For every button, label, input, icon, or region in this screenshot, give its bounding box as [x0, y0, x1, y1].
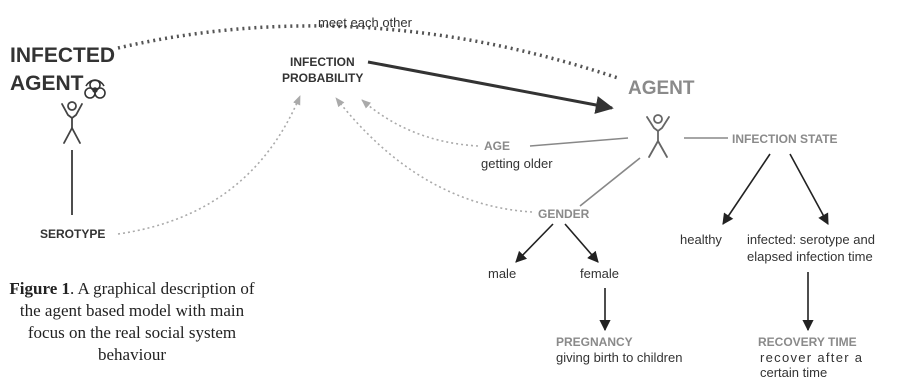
gender-label: GENDER [538, 207, 590, 221]
recovery-title: RECOVERY TIME [758, 335, 857, 349]
meet-arc [117, 24, 619, 80]
age-to-probability-arrow [361, 99, 479, 147]
infected-line1: infected: serotype and [747, 232, 875, 247]
female-label: female [580, 266, 619, 281]
figure-caption: Figure 1. A graphical description of the… [8, 278, 256, 366]
serotype-to-probability-arrow [117, 95, 301, 235]
age-sub: getting older [481, 156, 553, 171]
agent-age-line [529, 137, 629, 147]
infected-agent-line1: INFECTED [10, 44, 115, 67]
figure-caption-text: . A graphical description of the agent b… [19, 279, 255, 364]
state-to-infected-arrow [789, 153, 829, 225]
pregnancy-title: PREGNANCY [556, 335, 633, 349]
recovery-line2: certain time [760, 365, 827, 380]
agent-title: AGENT [628, 78, 695, 99]
pregnancy-sub: giving birth to children [556, 350, 682, 365]
infected-line2: elapsed infection time [747, 249, 873, 264]
probability-to-agent-arrow [367, 60, 614, 114]
healthy-label: healthy [680, 232, 722, 247]
gender-to-male-arrow [515, 223, 554, 263]
biohazard-icon [84, 79, 106, 99]
male-label: male [488, 266, 516, 281]
gender-to-probability-arrow [335, 97, 533, 213]
gender-to-female-arrow [564, 223, 599, 263]
infection-state-label: INFECTION STATE [732, 132, 838, 146]
recovery-line1: recover after a [760, 350, 863, 365]
stick-figure-icon [61, 101, 83, 144]
figure-caption-label: Figure 1 [9, 279, 70, 298]
agent-gender-line [579, 157, 641, 207]
state-to-healthy-arrow [722, 153, 771, 225]
meet-label: meet each other [318, 15, 413, 30]
infected-agent-line2: AGENT [10, 72, 84, 95]
serotype-label: SEROTYPE [40, 227, 105, 241]
agent-stick-figure-icon [646, 114, 670, 158]
infection-probability-line1: INFECTION [290, 55, 355, 69]
age-title: AGE [484, 139, 510, 153]
infection-probability-line2: PROBABILITY [282, 71, 363, 85]
